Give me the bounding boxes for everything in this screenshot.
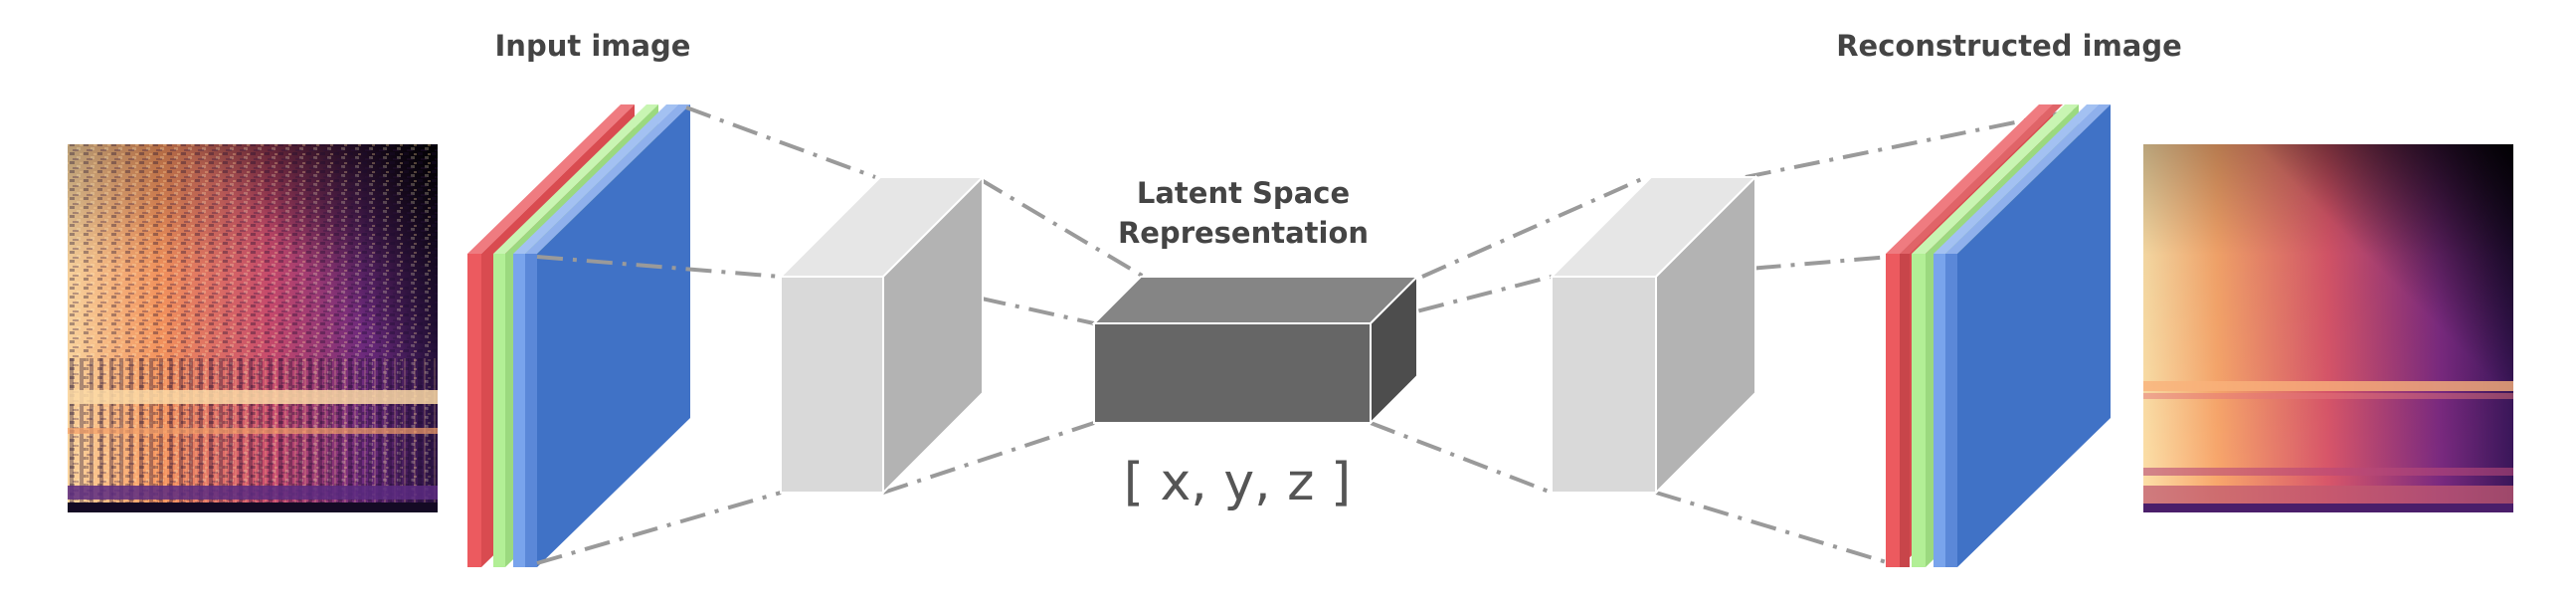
latent-title-line2: Representation [1118, 216, 1369, 250]
reconstructed-image-label: Reconstructed image [1836, 29, 2182, 63]
output-channel-stack [1886, 104, 2111, 567]
input-channel-blue [525, 104, 690, 567]
input-spectrogram [68, 144, 438, 512]
reconstructed-spectrogram [2143, 144, 2513, 512]
latent-title-line1: Latent Space [1137, 176, 1350, 210]
input-channel-blue-light [513, 104, 678, 567]
latent-vector-label: [ x, y, z ] [1124, 453, 1352, 512]
connector-lines [536, 105, 2090, 565]
decoder-block [1549, 174, 1758, 496]
latent-block [1091, 274, 1420, 426]
encoder-block [778, 174, 986, 496]
output-channel-blue [1945, 104, 2111, 567]
output-channel-blue-light [1933, 104, 2099, 567]
input-channel-stack [467, 104, 690, 567]
input-image-label: Input image [495, 29, 691, 63]
output-channel-dark-red [1900, 104, 2063, 567]
